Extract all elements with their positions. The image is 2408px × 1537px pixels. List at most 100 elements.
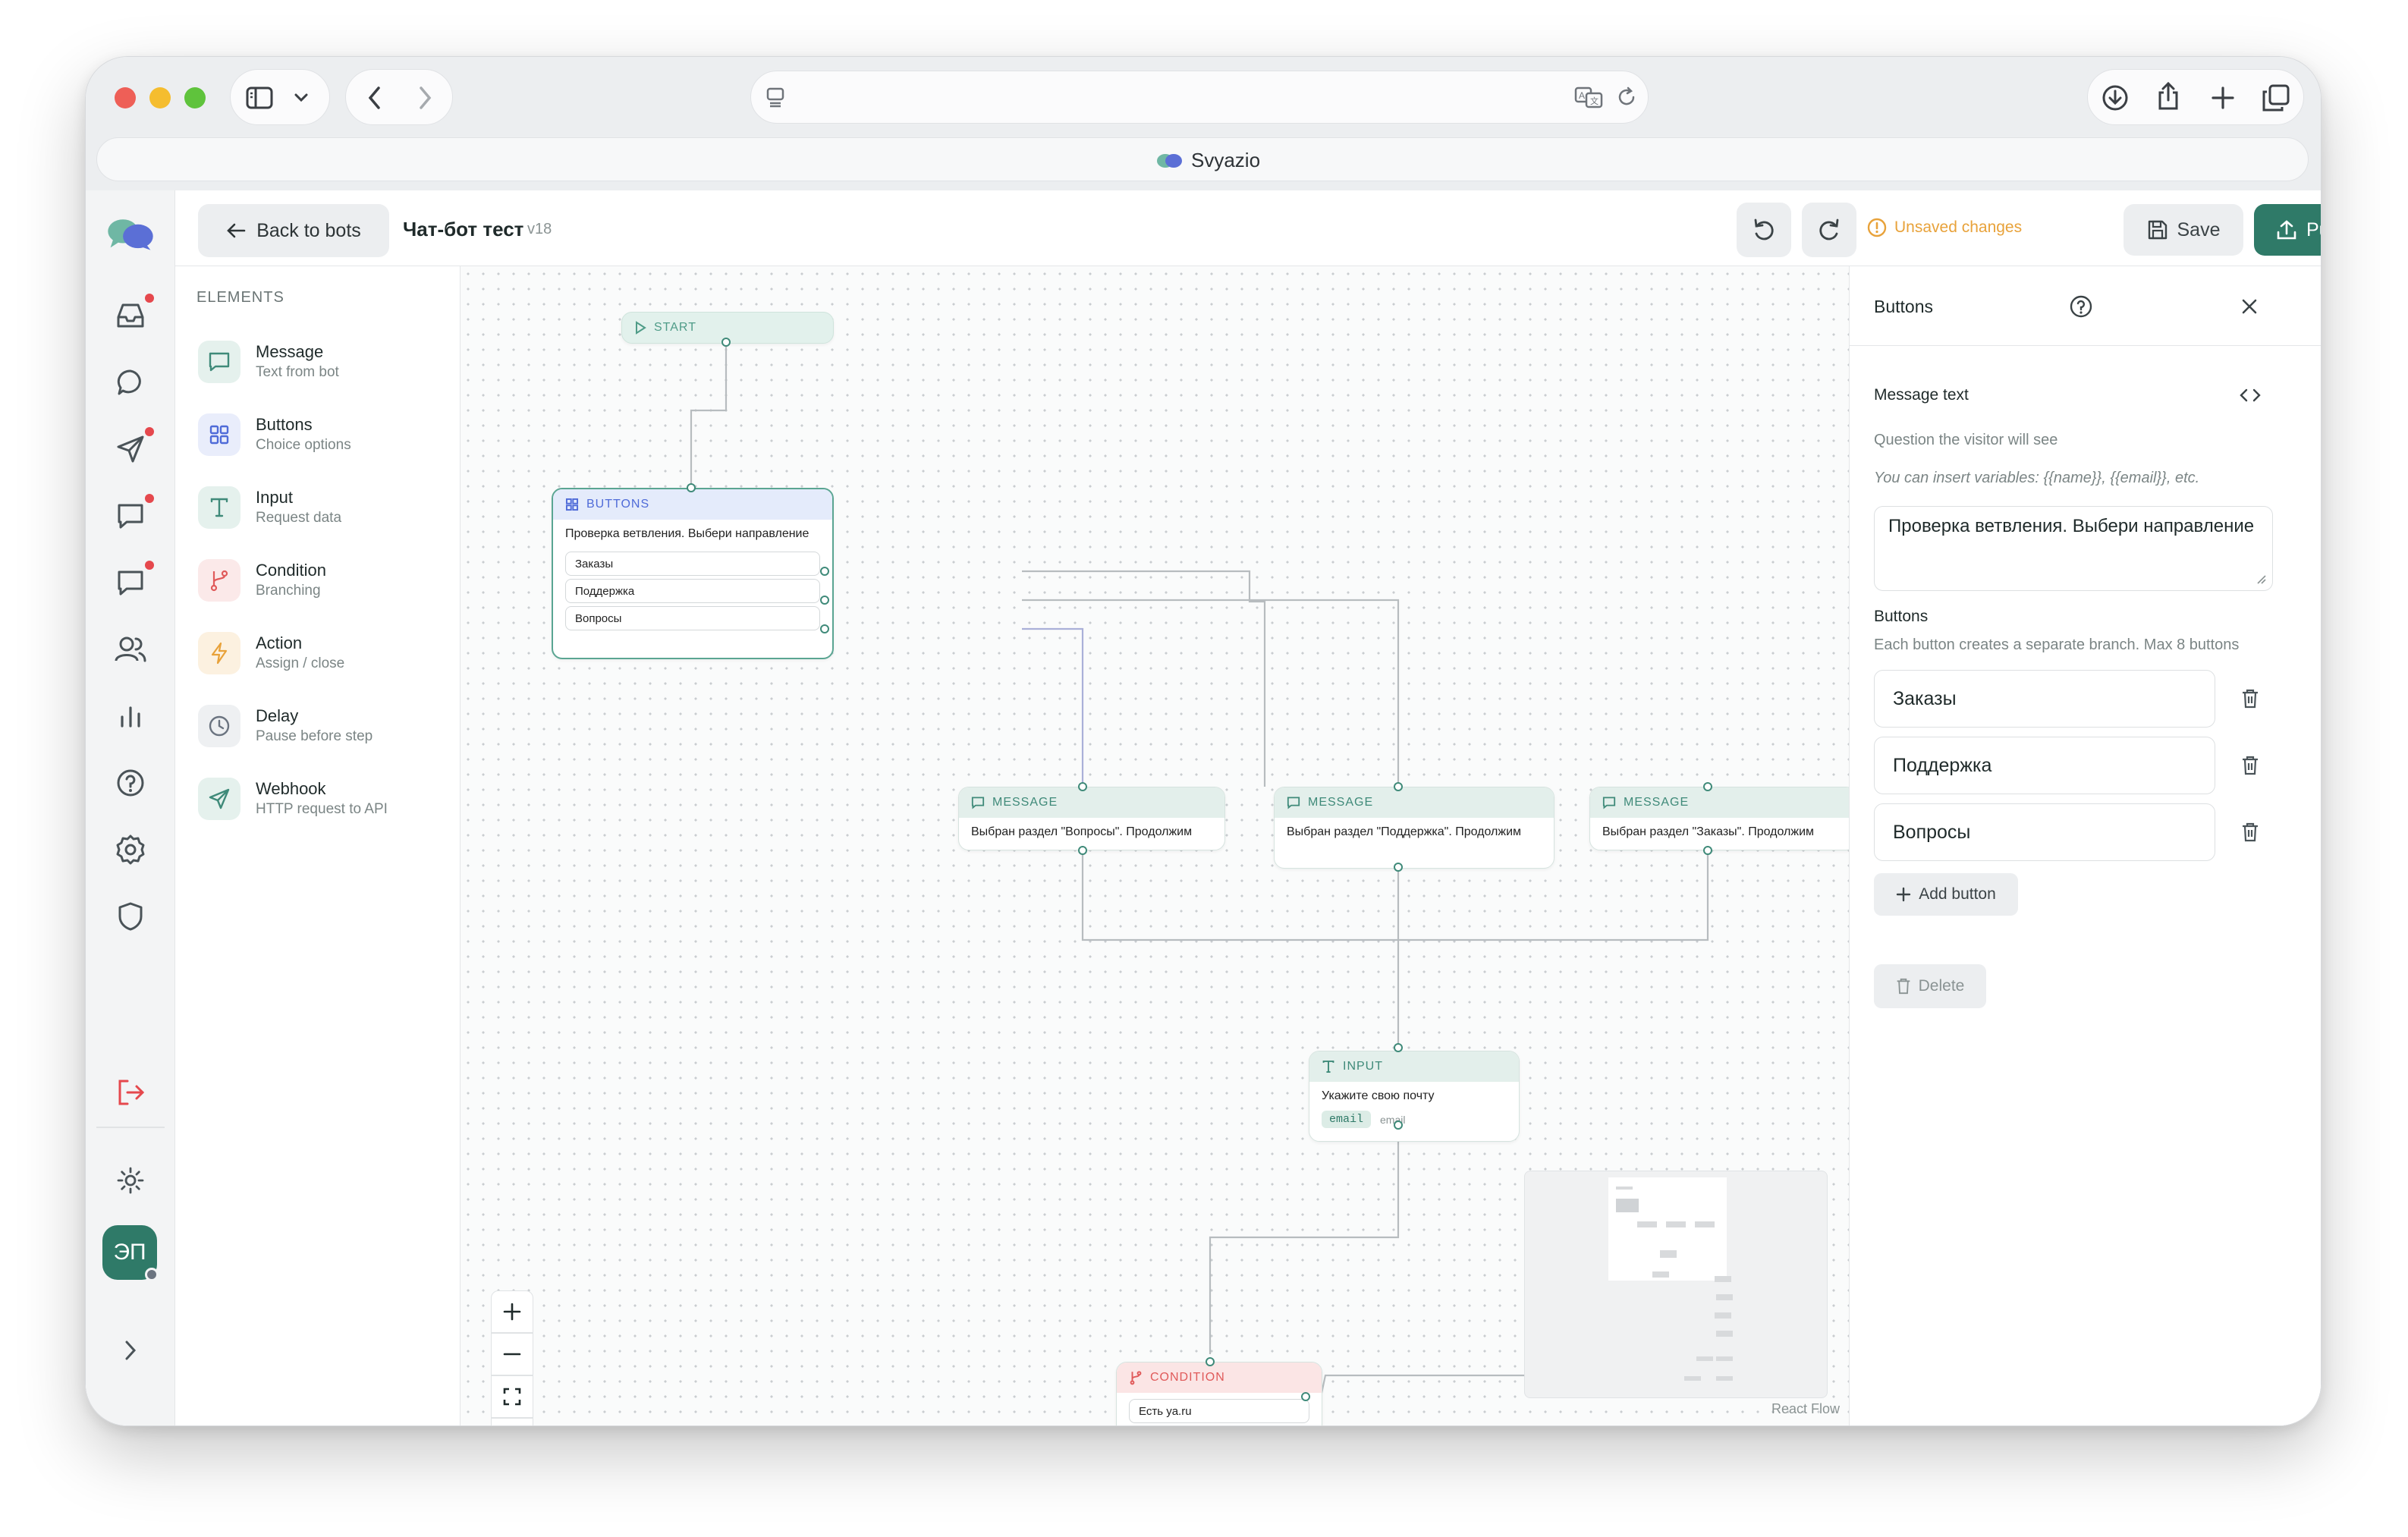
handle-out[interactable] <box>1301 1392 1310 1401</box>
handle-in[interactable] <box>1394 1043 1403 1052</box>
message-node-text: Выбран раздел "Поддержка". Продолжим <box>1287 825 1522 838</box>
zoom-in-button[interactable] <box>491 1290 533 1333</box>
send-icon[interactable] <box>105 424 156 474</box>
site-logo-icon <box>1157 153 1182 168</box>
element-condition[interactable]: Condition Branching <box>198 555 456 608</box>
chevron-down-icon[interactable] <box>290 86 313 109</box>
message-text-area[interactable]: Проверка ветвления. Выбери направление <box>1874 506 2273 591</box>
node-option[interactable]: Заказы <box>565 552 820 576</box>
unsaved-label: Unsaved changes <box>1894 218 2023 236</box>
handle-option-out[interactable] <box>820 624 829 633</box>
add-button-button[interactable]: Add button <box>1874 873 2018 916</box>
inbox-icon[interactable] <box>105 291 156 341</box>
maximize-window-button[interactable] <box>184 87 206 108</box>
delete-button[interactable]: Delete <box>1874 964 1986 1008</box>
node-option[interactable]: Вопросы <box>565 606 820 630</box>
fit-view-button[interactable] <box>491 1375 533 1418</box>
save-button[interactable]: Save <box>2124 204 2243 256</box>
handle-in[interactable] <box>1394 782 1403 791</box>
message-icon <box>1602 797 1616 809</box>
handle-buttons-in[interactable] <box>687 483 696 492</box>
help-icon[interactable] <box>2067 292 2095 321</box>
reload-icon[interactable] <box>1613 83 1640 111</box>
handle-out[interactable] <box>1394 863 1403 872</box>
new-tab-icon[interactable] <box>2206 81 2240 115</box>
button-option-field[interactable]: Поддержка <box>1874 737 2215 794</box>
bots-icon[interactable] <box>105 558 156 608</box>
sidebar-icon[interactable] <box>244 83 275 113</box>
back-to-bots-button[interactable]: Back to bots <box>198 204 389 257</box>
button-option-field[interactable]: Вопросы <box>1874 803 2215 861</box>
users-icon[interactable] <box>105 624 156 674</box>
analytics-icon[interactable] <box>105 691 156 741</box>
element-delay[interactable]: Delay Pause before step <box>198 700 456 753</box>
handle-in[interactable] <box>1078 782 1087 791</box>
close-icon[interactable] <box>2235 292 2264 321</box>
minimize-window-button[interactable] <box>149 87 171 108</box>
element-input[interactable]: Input Request data <box>198 482 456 535</box>
redo-icon <box>1819 218 1839 240</box>
back-arrow-icon[interactable] <box>360 83 390 113</box>
node-option[interactable]: Поддержка <box>565 579 820 603</box>
minimap[interactable] <box>1524 1171 1828 1398</box>
close-window-button[interactable] <box>115 87 136 108</box>
forward-arrow-icon[interactable] <box>410 83 440 113</box>
help-icon[interactable] <box>105 758 156 808</box>
handle-out[interactable] <box>1703 846 1712 855</box>
bolt-icon <box>198 632 240 674</box>
share-icon[interactable] <box>2152 80 2185 113</box>
zoom-out-button[interactable] <box>491 1333 533 1375</box>
handle-option-out[interactable] <box>820 596 829 605</box>
code-icon[interactable] <box>2237 383 2264 407</box>
element-message[interactable]: Message Text from bot <box>198 336 456 389</box>
handle-in[interactable] <box>1206 1357 1215 1366</box>
button-option-field[interactable]: Заказы <box>1874 670 2215 728</box>
element-webhook[interactable]: Webhook HTTP request to API <box>198 773 456 826</box>
publish-button[interactable]: Publish <box>2254 204 2321 256</box>
logout-icon[interactable] <box>105 1067 156 1117</box>
handle-start-out[interactable] <box>721 338 731 347</box>
save-label: Save <box>2177 218 2221 240</box>
trash-icon[interactable] <box>2237 752 2264 779</box>
variables-hint: You can insert variables: {{name}}, {{em… <box>1874 470 2200 486</box>
redo-button[interactable] <box>1802 203 1856 257</box>
messages-icon[interactable] <box>105 491 156 541</box>
input-node-text: Укажите свою почту <box>1322 1089 1435 1102</box>
message-node[interactable]: MESSAGE Выбран раздел "Поддержка". Продо… <box>1274 787 1555 869</box>
download-icon[interactable] <box>2098 81 2132 115</box>
trash-icon[interactable] <box>2237 685 2264 712</box>
expand-chevron-icon[interactable] <box>105 1325 156 1375</box>
handle-option-out[interactable] <box>820 567 829 576</box>
edge-msg-orders <box>1398 838 1709 941</box>
input-node[interactable]: INPUT Укажите свою почту email email <box>1309 1051 1520 1142</box>
undo-button[interactable] <box>1737 203 1791 257</box>
element-buttons[interactable]: Buttons Choice options <box>198 409 456 462</box>
elements-heading: ELEMENTS <box>196 289 284 306</box>
flow-canvas[interactable]: START BUTTONS Проверка ветвления. Выбери… <box>461 266 1849 1425</box>
handle-out[interactable] <box>1394 1121 1403 1130</box>
settings-gear-icon[interactable] <box>105 825 156 875</box>
element-action[interactable]: Action Assign / close <box>198 627 456 680</box>
chat-icon[interactable] <box>105 357 156 407</box>
trash-icon[interactable] <box>2237 819 2264 846</box>
message-node[interactable]: MESSAGE Выбран раздел "Заказы". Продолжи… <box>1589 787 1849 850</box>
lock-button[interactable] <box>491 1418 533 1425</box>
tab-bar[interactable]: Svyazio <box>96 137 2309 181</box>
app-logo-icon[interactable] <box>105 212 156 257</box>
message-node[interactable]: MESSAGE Выбран раздел "Вопросы". Продолж… <box>958 787 1225 850</box>
avatar[interactable]: ЭП <box>102 1225 159 1281</box>
handle-out[interactable] <box>1078 846 1087 855</box>
handle-in[interactable] <box>1703 782 1712 791</box>
buttons-node[interactable]: BUTTONS Проверка ветвления. Выбери напра… <box>552 488 834 659</box>
tabs-overview-icon[interactable] <box>2259 81 2293 115</box>
shield-icon[interactable] <box>105 891 156 941</box>
active-tab[interactable]: Svyazio <box>1156 149 1260 172</box>
react-flow-attribution[interactable]: React Flow <box>1771 1401 1841 1416</box>
resize-handle-icon[interactable] <box>2252 570 2268 586</box>
theme-sun-icon[interactable] <box>105 1155 156 1205</box>
condition-node[interactable]: CONDITION Есть ya.ru <box>1116 1362 1322 1425</box>
sidebar-toggle-group[interactable] <box>230 69 330 125</box>
condition-option[interactable]: Есть ya.ru <box>1129 1399 1309 1423</box>
